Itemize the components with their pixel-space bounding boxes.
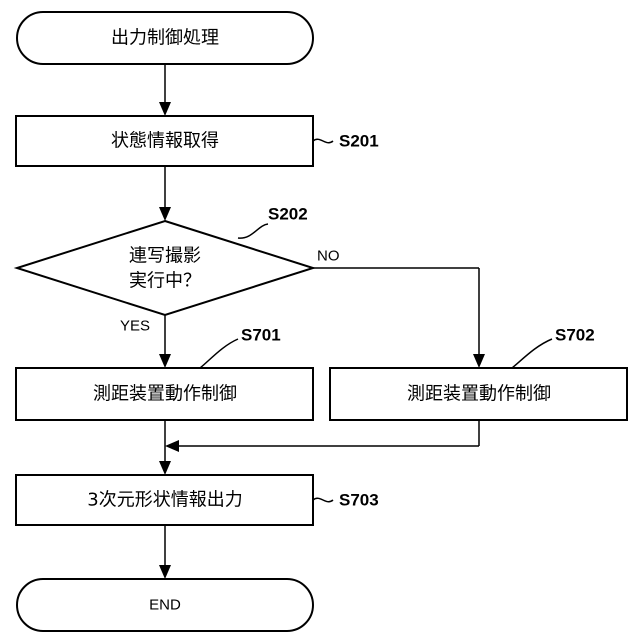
acquire-label: 状態情報取得 — [111, 131, 219, 152]
control-left-step-label: S701 — [241, 326, 281, 345]
arrowhead-output — [159, 461, 171, 475]
arrowhead-acquire — [159, 102, 171, 116]
arrowhead-decision — [159, 207, 171, 221]
arrowhead-control-right — [473, 354, 485, 368]
yes-branch-label: YES — [120, 318, 150, 335]
control-right-step-label: S702 — [555, 326, 595, 345]
decision-step-label: S202 — [268, 205, 308, 224]
output-step-leader — [313, 498, 333, 501]
arrowhead-merge — [165, 440, 179, 452]
output-label: 3次元形状情報出力 — [87, 490, 242, 511]
arrowhead-control-left — [159, 354, 171, 368]
decision-label-line2: 実行中？ — [129, 271, 201, 292]
start-label: 出力制御処理 — [111, 28, 219, 49]
arrowhead-end — [159, 565, 171, 579]
control-right-step-leader — [512, 339, 552, 368]
end-label: END — [149, 597, 181, 614]
no-branch-label: NO — [317, 248, 340, 265]
decision-diamond — [17, 221, 313, 315]
control-left-step-leader — [200, 339, 238, 368]
acquire-step-label: S201 — [339, 132, 379, 151]
output-step-label: S703 — [339, 491, 379, 510]
acquire-step-leader — [313, 139, 333, 142]
control-right-label: 測距装置動作制御 — [407, 384, 551, 405]
decision-label-line1: 連写撮影 — [129, 246, 201, 267]
control-left-label: 測距装置動作制御 — [93, 384, 237, 405]
decision-step-leader — [238, 224, 268, 238]
